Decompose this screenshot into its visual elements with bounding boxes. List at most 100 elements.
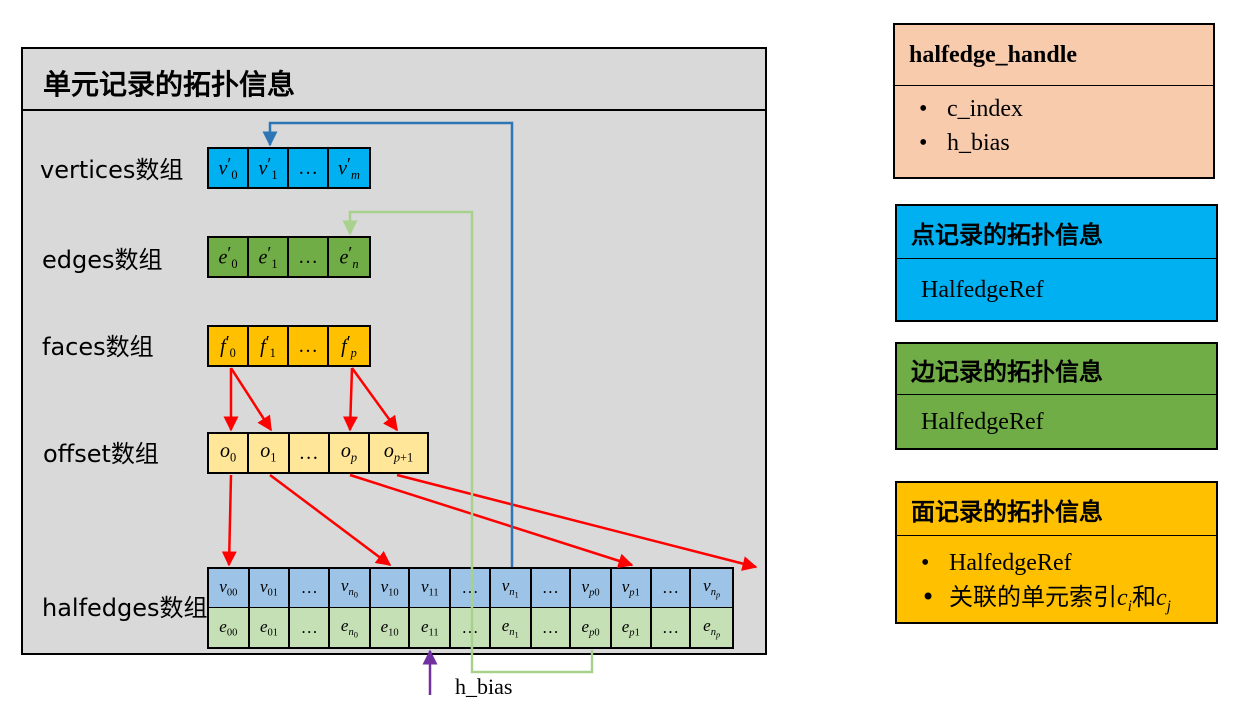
face-cell: f′1 xyxy=(249,327,290,365)
halfedges-vertex-row: v00 v01 … vn0 v10 v11 … vn1 … vp0 vp1 … … xyxy=(207,567,734,608)
face-cell: f′p xyxy=(329,327,369,365)
halfedges-edge-row: e00 e01 … en0 e10 e11 … en1 … ep0 ep1 … … xyxy=(207,607,734,649)
offset-cell-label: op xyxy=(340,440,358,465)
halfedge-v-cell: v01 xyxy=(250,569,291,607)
face-topology-body: HalfedgeRef 关联的单元索引ci和cj xyxy=(897,536,1216,624)
offset-cell: op+1 xyxy=(370,434,427,472)
halfedge-e-cell: en0 xyxy=(330,608,371,647)
halfedge-e-ellipsis: … xyxy=(652,608,692,647)
halfedge-e-cell: e10 xyxy=(371,608,411,647)
face-topology-item-halfedgeref: HalfedgeRef xyxy=(921,546,1216,580)
halfedge-v-cell: v10 xyxy=(371,569,411,607)
halfedge-e-cell: e00 xyxy=(209,608,250,647)
halfedges-array-label: halfedges数组 xyxy=(42,594,208,622)
halfedge-v-ellipsis: … xyxy=(451,569,491,607)
halfedge-e-label: e10 xyxy=(380,616,399,639)
edge-cell-label: e′n xyxy=(339,242,359,271)
edge-cell: e′1 xyxy=(249,238,290,276)
face-ellipsis-cell: … xyxy=(289,327,330,365)
edge-ellipsis-cell: … xyxy=(289,238,330,276)
edge-cell: e′0 xyxy=(209,238,250,276)
halfedge-v-cell: vn1 xyxy=(491,569,532,607)
halfedge-v-cell: vnp xyxy=(691,569,732,607)
vertex-cell: v′1 xyxy=(249,149,290,187)
halfedge-e-label: ep1 xyxy=(621,616,640,639)
vertex-cell-label: v′1 xyxy=(258,153,278,182)
panel-title: 单元记录的拓扑信息 xyxy=(43,68,296,101)
halfedge-e-label: en0 xyxy=(340,615,358,640)
halfedge-e-ellipsis: … xyxy=(451,608,491,647)
halfedge-e-cell: ep0 xyxy=(571,608,612,647)
vertex-ellipsis-cell: … xyxy=(289,149,330,187)
halfedge-v-label: vp1 xyxy=(621,577,640,599)
vertex-cell: v′0 xyxy=(209,149,250,187)
halfedge-handle-title: halfedge_handle xyxy=(895,25,1213,86)
halfedge-e-label: en1 xyxy=(501,615,519,640)
face-cell-label: f′p xyxy=(341,331,357,360)
halfedge-v-cell: v11 xyxy=(410,569,452,607)
edge-cell: e′n xyxy=(329,238,369,276)
face-cell: f′0 xyxy=(209,327,250,365)
halfedge-v-label: vn1 xyxy=(501,576,519,600)
offset-cell-label: op+1 xyxy=(383,440,414,465)
halfedge-e-cell: ep1 xyxy=(612,608,652,647)
halfedge-v-label: v11 xyxy=(420,577,439,599)
vertices-array: v′0 v′1 … v′m xyxy=(207,147,371,189)
halfedge-v-label: v10 xyxy=(380,577,399,599)
edges-array: e′0 e′1 … e′n xyxy=(207,236,371,278)
faces-array-label: faces数组 xyxy=(42,333,154,361)
halfedge-handle-item-c-index: c_index xyxy=(919,92,1213,126)
face-cell-label: f′1 xyxy=(260,331,276,360)
faces-array: f′0 f′1 … f′p xyxy=(207,325,371,367)
offset-cell: op xyxy=(330,434,371,472)
halfedge-e-label: e11 xyxy=(420,616,439,639)
vertex-topology-title: 点记录的拓扑信息 xyxy=(897,206,1216,259)
offset-array-label: offset数组 xyxy=(43,440,159,468)
halfedge-v-label: v01 xyxy=(259,577,279,599)
halfedge-v-cell: v00 xyxy=(209,569,250,607)
face-topology-title: 面记录的拓扑信息 xyxy=(897,483,1216,536)
halfedge-handle-box: halfedge_handle c_index h_bias xyxy=(893,23,1215,179)
halfedge-handle-item-h-bias: h_bias xyxy=(919,126,1213,160)
edge-topology-body: HalfedgeRef xyxy=(921,409,1044,435)
halfedge-v-ellipsis: … xyxy=(532,569,572,607)
edge-topology-title: 边记录的拓扑信息 xyxy=(897,344,1216,395)
vertex-cell-label: v′m xyxy=(338,153,360,182)
halfedge-v-ellipsis: … xyxy=(290,569,331,607)
halfedge-e-cell: e11 xyxy=(410,608,452,647)
offset-ellipsis-cell: … xyxy=(290,434,330,472)
offset-cell: o1 xyxy=(249,434,290,472)
halfedge-v-cell: vn0 xyxy=(330,569,371,607)
face-topology-item-cells-label: 关联的单元索引ci和cj xyxy=(949,583,1171,615)
halfedge-v-label: v00 xyxy=(219,577,238,599)
halfedge-e-label: enp xyxy=(703,615,721,640)
vertices-array-label: vertices数组 xyxy=(40,156,184,184)
halfedge-e-label: ep0 xyxy=(581,616,600,639)
halfedge-e-ellipsis: … xyxy=(532,608,572,647)
halfedge-v-label: vp0 xyxy=(581,577,600,599)
face-topology-item-cells: 关联的单元索引ci和cj xyxy=(921,580,1216,624)
halfedge-v-label: vn0 xyxy=(340,576,358,600)
h-bias-label: h_bias xyxy=(455,674,513,699)
edge-topology-box: 边记录的拓扑信息 HalfedgeRef xyxy=(895,342,1218,450)
edge-cell-label: e′1 xyxy=(258,242,278,271)
vertex-cell: v′m xyxy=(329,149,369,187)
halfedge-v-ellipsis: … xyxy=(652,569,692,607)
offset-cell-label: o0 xyxy=(220,440,237,465)
vertex-topology-box: 点记录的拓扑信息 HalfedgeRef xyxy=(895,204,1218,322)
halfedge-e-label: e00 xyxy=(219,616,238,639)
face-cell-label: f′0 xyxy=(220,331,236,360)
halfedge-e-cell: en1 xyxy=(491,608,532,647)
vertex-cell-label: v′0 xyxy=(218,153,238,182)
halfedge-v-cell: vp1 xyxy=(612,569,652,607)
panel-title-bar: 单元记录的拓扑信息 xyxy=(23,49,765,111)
halfedge-e-cell: enp xyxy=(691,608,732,647)
halfedge-handle-body: c_index h_bias xyxy=(895,86,1213,160)
halfedge-e-ellipsis: … xyxy=(290,608,331,647)
halfedge-e-label: e01 xyxy=(259,616,279,639)
halfedge-v-cell: vp0 xyxy=(571,569,612,607)
halfedge-e-cell: e01 xyxy=(250,608,291,647)
halfedge-v-label: vnp xyxy=(703,576,721,600)
edge-cell-label: e′0 xyxy=(218,242,238,271)
offset-cell-label: o1 xyxy=(260,440,277,465)
